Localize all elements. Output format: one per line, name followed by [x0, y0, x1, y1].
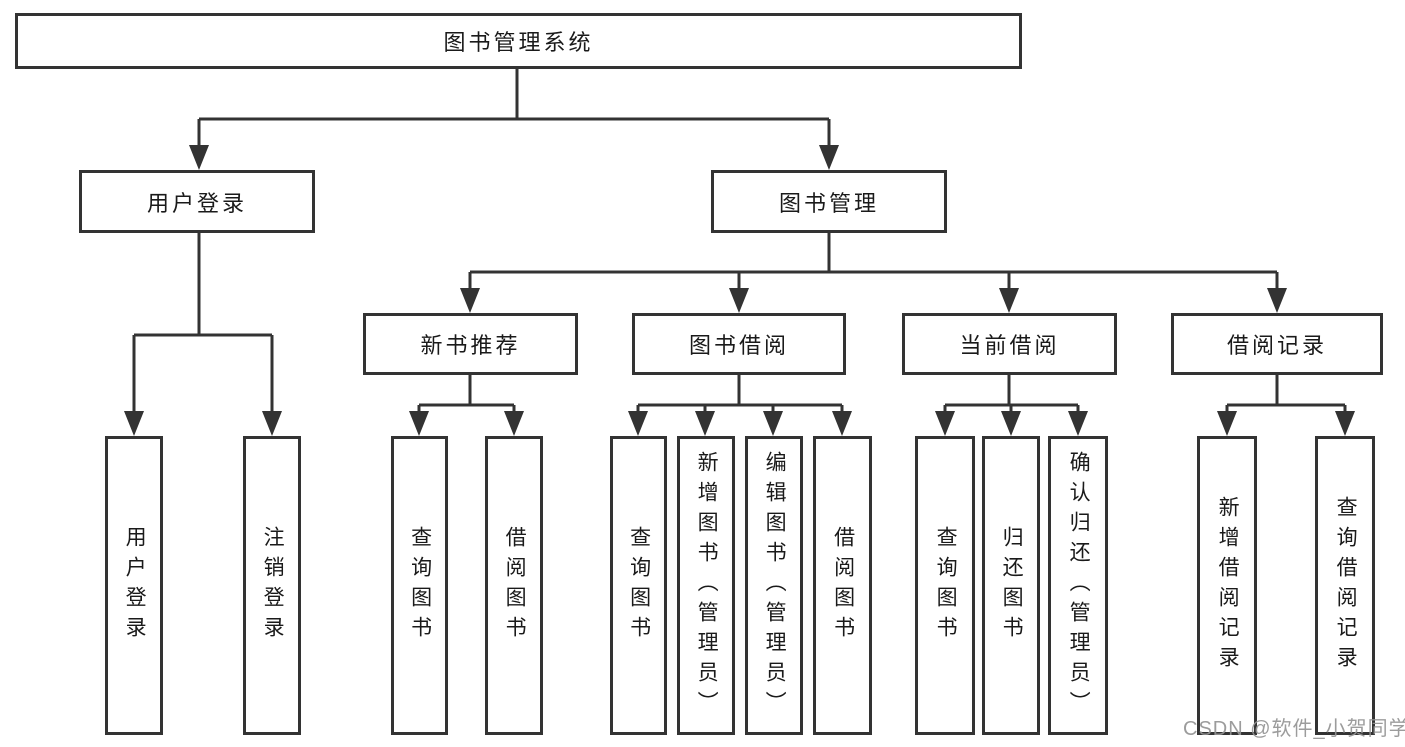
node-new-book-recommendation: 新书推荐 — [363, 313, 578, 375]
node-leaf-query-borrow-record: 查询借阅记录 — [1315, 436, 1375, 735]
node-root-library-management-system: 图书管理系统 — [15, 13, 1022, 69]
node-label: 查询图书 — [408, 525, 432, 646]
node-label: 编辑图书（管理员） — [763, 450, 787, 721]
node-leaf-add-books-admin: 新增图书（管理员） — [677, 436, 735, 735]
node-label: 用户登录 — [146, 190, 247, 216]
node-label: 图书管理系统 — [443, 30, 594, 55]
node-label: 图书管理 — [778, 190, 879, 216]
node-label: 归还图书 — [1000, 525, 1024, 646]
node-label: 用户登录 — [123, 525, 147, 646]
node-leaf-query-books-current: 查询图书 — [915, 436, 975, 735]
node-label: 查询借阅记录 — [1334, 495, 1358, 676]
node-current-borrowing: 当前借阅 — [902, 313, 1117, 375]
node-label: 当前借阅 — [959, 333, 1060, 358]
node-leaf-add-borrow-record: 新增借阅记录 — [1197, 436, 1257, 735]
node-label: 新增借阅记录 — [1216, 495, 1240, 676]
node-book-management: 图书管理 — [711, 170, 947, 233]
node-leaf-return-books: 归还图书 — [982, 436, 1040, 735]
node-label: 借阅记录 — [1226, 333, 1327, 358]
node-leaf-confirm-return-admin: 确认归还（管理员） — [1048, 436, 1108, 735]
node-leaf-edit-books-admin: 编辑图书（管理员） — [745, 436, 803, 735]
node-leaf-query-books-recommend: 查询图书 — [391, 436, 448, 735]
node-leaf-user-login: 用户登录 — [105, 436, 163, 735]
csdn-watermark: CSDN @软件_小贺同学 — [1183, 718, 1405, 740]
node-label: 新书推荐 — [420, 333, 521, 358]
node-label: 注销登录 — [261, 525, 285, 646]
node-label: 图书借阅 — [688, 333, 789, 358]
node-book-borrowing: 图书借阅 — [632, 313, 846, 375]
node-leaf-query-books-borrowing: 查询图书 — [610, 436, 667, 735]
node-label: 借阅图书 — [831, 525, 855, 646]
node-leaf-borrow-books: 借阅图书 — [813, 436, 872, 735]
node-borrowing-records: 借阅记录 — [1171, 313, 1383, 375]
node-label: 新增图书（管理员） — [695, 450, 719, 721]
arrowheads — [124, 145, 1355, 436]
node-leaf-logout: 注销登录 — [243, 436, 301, 735]
node-label: 查询图书 — [627, 525, 651, 646]
node-user-login: 用户登录 — [79, 170, 315, 233]
node-leaf-borrow-books-recommend: 借阅图书 — [485, 436, 543, 735]
node-label: 确认归还（管理员） — [1067, 450, 1091, 721]
node-label: 查询图书 — [934, 525, 958, 646]
node-label: 借阅图书 — [503, 525, 527, 646]
